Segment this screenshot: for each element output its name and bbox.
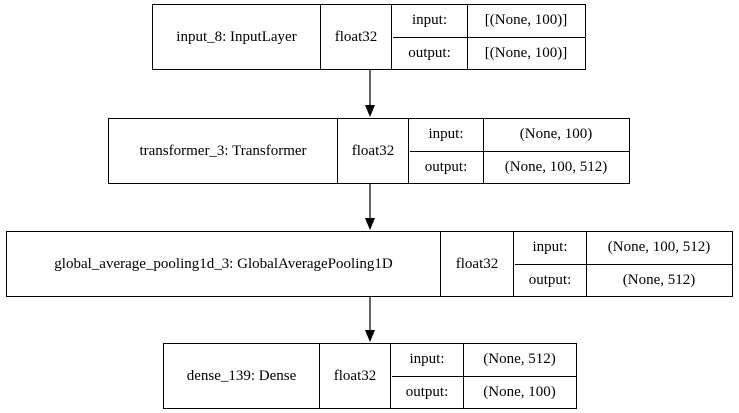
- output-row: output: (None, 512): [515, 264, 732, 296]
- layer-dtype: float32: [321, 5, 392, 69]
- layer-node-global-average-pooling1d-3: global_average_pooling1d_3: GlobalAverag…: [6, 231, 733, 297]
- input-label: input:: [515, 232, 587, 264]
- output-shape: (None, 512): [622, 271, 696, 288]
- edge-arrow-pooling-to-dense: [365, 297, 375, 342]
- layer-node-transformer-3: transformer_3: Transformer float32 input…: [108, 118, 630, 184]
- layer-name: dense_139: Dense: [164, 344, 320, 408]
- output-shape: (None, 100): [483, 383, 556, 400]
- edge-arrow-transformer-to-pooling: [365, 184, 375, 230]
- input-row: input: [(None, 100)]: [392, 5, 585, 38]
- input-shape: (None, 100, 512): [607, 239, 711, 256]
- io-table: input: [(None, 100)] output: [(None, 100…: [392, 5, 585, 69]
- layer-dtype: float32: [441, 232, 514, 296]
- output-label: output:: [410, 151, 484, 183]
- io-table: input: (None, 100) output: (None, 100, 5…: [409, 119, 629, 183]
- layer-name: transformer_3: Transformer: [109, 119, 338, 183]
- output-shape: (None, 100, 512): [504, 158, 608, 175]
- input-label: input:: [393, 5, 468, 37]
- output-row: output: (None, 100): [392, 376, 576, 408]
- output-shape: [(None, 100)]: [484, 44, 568, 61]
- edge-arrow-input-to-transformer: [365, 70, 375, 117]
- layer-node-dense-139: dense_139: Dense float32 input: (None, 5…: [163, 343, 577, 409]
- layer-name: global_average_pooling1d_3: GlobalAverag…: [7, 232, 441, 296]
- layer-node-input-8: input_8: InputLayer float32 input: [(Non…: [152, 4, 586, 70]
- input-shape: [(None, 100)]: [484, 12, 568, 29]
- output-label: output:: [515, 264, 587, 296]
- output-label: output:: [393, 37, 468, 69]
- output-label: output:: [392, 376, 464, 408]
- layer-name: input_8: InputLayer: [153, 5, 321, 69]
- layer-dtype: float32: [338, 119, 409, 183]
- output-row: output: (None, 100, 512): [410, 151, 629, 183]
- input-shape: (None, 512): [483, 351, 556, 368]
- io-table: input: (None, 512) output: (None, 100): [391, 344, 576, 408]
- output-row: output: [(None, 100)]: [393, 37, 585, 69]
- io-table: input: (None, 100, 512) output: (None, 5…: [514, 232, 732, 296]
- input-shape: (None, 100): [519, 126, 593, 143]
- input-label: input:: [392, 344, 464, 376]
- input-label: input:: [410, 119, 484, 151]
- input-row: input: (None, 100, 512): [514, 232, 732, 265]
- input-row: input: (None, 100): [409, 119, 629, 152]
- layer-dtype: float32: [320, 344, 391, 408]
- input-row: input: (None, 512): [391, 344, 576, 377]
